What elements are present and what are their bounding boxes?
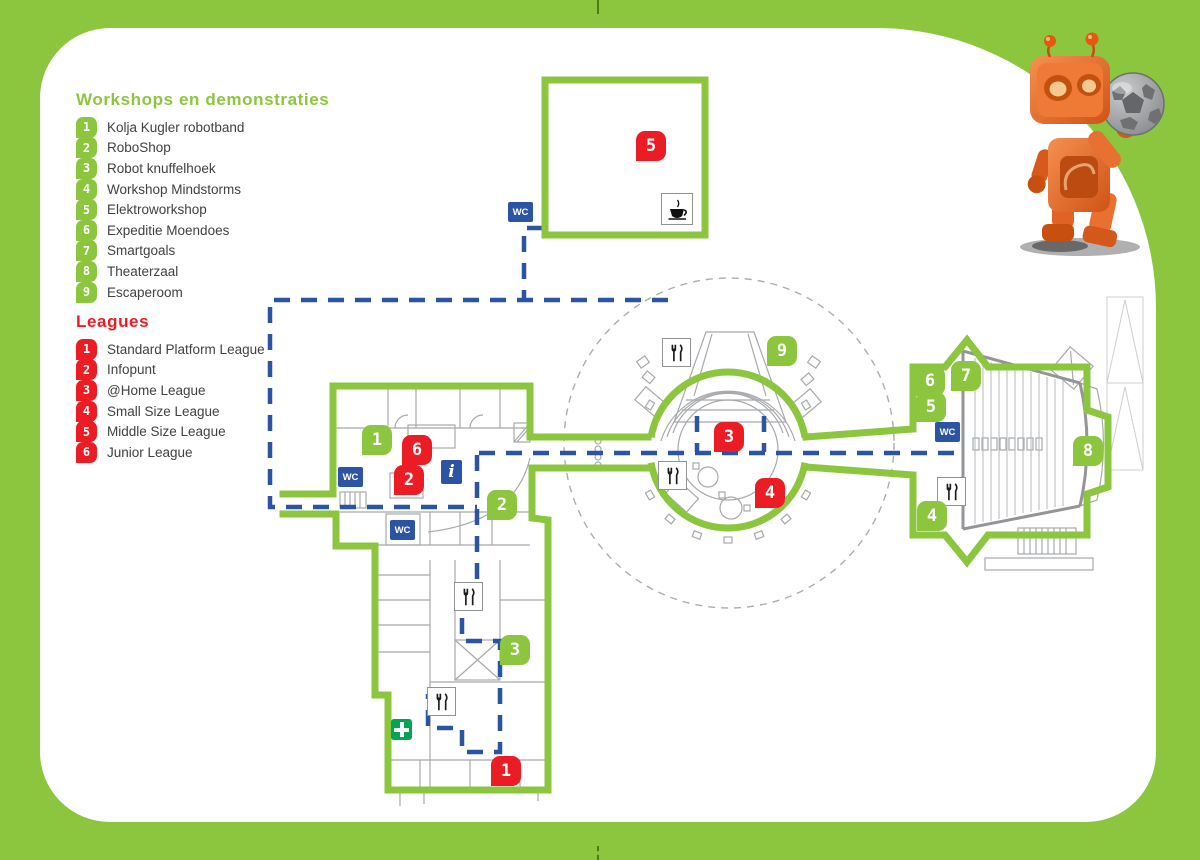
crop-mark-bottom [597,846,599,860]
legend-item: 1 Kolja Kugler robotband [76,116,329,138]
workshop-label-2: RoboShop [107,140,171,156]
legend-leagues-title: Leagues [76,312,150,331]
restaurant-icon [454,582,483,611]
legend-workshops-title: Workshops en demonstraties [76,90,330,109]
map-marker-league-5: 5 [636,131,666,161]
restaurant-icon [427,687,456,716]
workshop-label-1: Kolja Kugler robotband [107,119,245,135]
plaza-dashed-circle [563,277,895,609]
blue-route-paths [267,225,955,755]
map-marker-workshop-9: 9 [767,336,797,366]
league-label-6: Junior League [107,444,193,460]
legend-item: 5 Elektroworkshop [76,199,329,221]
legend-item: 6 Junior League [76,441,265,463]
map-marker-league-6: 6 [402,435,432,465]
faint-east-structures [1106,296,1144,471]
elektroworkshop-room-outline [541,76,709,239]
map-marker-league-2: 2 [394,465,424,495]
route-center-stubs [694,416,767,452]
green-route-paths [279,76,1112,794]
league-badge-6: 6 [76,441,97,463]
ring-chairs [635,355,822,544]
route-outer-rectangle [267,297,668,510]
workshop-badge-8: 8 [76,260,97,282]
legend-item: 3 Robot knuffelhoek [76,157,329,179]
league-label-5: Middle Size League [107,424,226,440]
restaurant-icon [662,338,691,367]
wc-badge: WC [508,202,533,222]
legend-item: 2 Infopunt [76,359,265,381]
league-label-4: Small Size League [107,403,220,419]
map-marker-workshop-4: 4 [917,501,947,531]
workshop-badge-3: 3 [76,157,97,179]
legend-item: 5 Middle Size League [76,421,265,443]
league-label-1: Standard Platform League [107,341,265,357]
workshop-label-3: Robot knuffelhoek [107,160,216,176]
west-building-outline [279,382,652,498]
map-marker-workshop-3: 3 [500,635,530,665]
coffee-icon [661,193,693,225]
workshop-label-9: Escaperoom [107,284,183,300]
league-label-3: @Home League [107,382,206,398]
league-badge-3: 3 [76,379,97,401]
legend-item: 6 Expeditie Moendoes [76,219,329,241]
legend-leagues: Leagues 1 Standard Platform League 2 Inf… [76,312,265,463]
workshop-label-6: Expeditie Moendoes [107,222,230,238]
legend-item: 2 RoboShop [76,137,329,159]
map-marker-workshop-8: 8 [1073,436,1103,466]
workshop-badge-7: 7 [76,240,97,262]
route-south-loop [425,603,503,755]
legend-item: 4 Workshop Mindstorms [76,178,329,200]
legend-item: 4 Small Size League [76,400,265,422]
south-building-outline [279,464,652,794]
legend-item: 7 Smartgoals [76,240,329,262]
legend-item: 3 @Home League [76,379,265,401]
map-marker-workshop-2: 2 [487,490,517,520]
legend-item: 9 Escaperoom [76,281,329,303]
soccer-ball [1101,72,1165,136]
crop-mark-top [597,0,599,14]
workshop-badge-5: 5 [76,199,97,221]
workshop-label-7: Smartgoals [107,243,176,259]
central-ring-bottom [647,462,809,532]
legend-workshops: Workshops en demonstraties 1 Kolja Kugle… [76,90,330,303]
restaurant-icon [658,461,687,490]
league-badge-4: 4 [76,400,97,422]
workshop-label-8: Theaterzaal [107,263,179,279]
workshop-badge-2: 2 [76,137,97,159]
workshop-badge-1: 1 [76,116,97,138]
first-aid-icon [391,719,412,740]
map-marker-league-4: 4 [755,478,785,508]
central-ring-top [647,368,809,438]
wc-badge: WC [935,422,960,442]
workshop-badge-9: 9 [76,281,97,303]
robot-mascot [1020,32,1165,256]
map-marker-workshop-7: 7 [951,361,981,391]
league-badge-1: 1 [76,338,97,360]
league-badge-5: 5 [76,421,97,443]
wc-badge: WC [338,467,363,487]
map-marker-workshop-1: 1 [362,425,392,455]
legend-item: 8 Theaterzaal [76,260,329,282]
route-from-elektroworkshop [521,225,543,300]
map-marker-workshop-5: 5 [916,392,946,422]
wc-badge: WC [390,520,415,540]
map-marker-league-1: 1 [491,756,521,786]
info-badge: i [441,460,462,484]
workshop-label-5: Elektroworkshop [107,202,207,218]
map-marker-league-3: 3 [714,422,744,452]
workshop-badge-4: 4 [76,178,97,200]
league-badge-2: 2 [76,359,97,381]
legend-item: 1 Standard Platform League [76,338,265,360]
white-map-panel [40,28,1156,822]
workshop-badge-6: 6 [76,219,97,241]
league-label-2: Infopunt [107,362,156,378]
gray-architecture [333,331,1105,806]
workshop-label-4: Workshop Mindstorms [107,181,242,197]
map-marker-workshop-6: 6 [915,366,945,396]
